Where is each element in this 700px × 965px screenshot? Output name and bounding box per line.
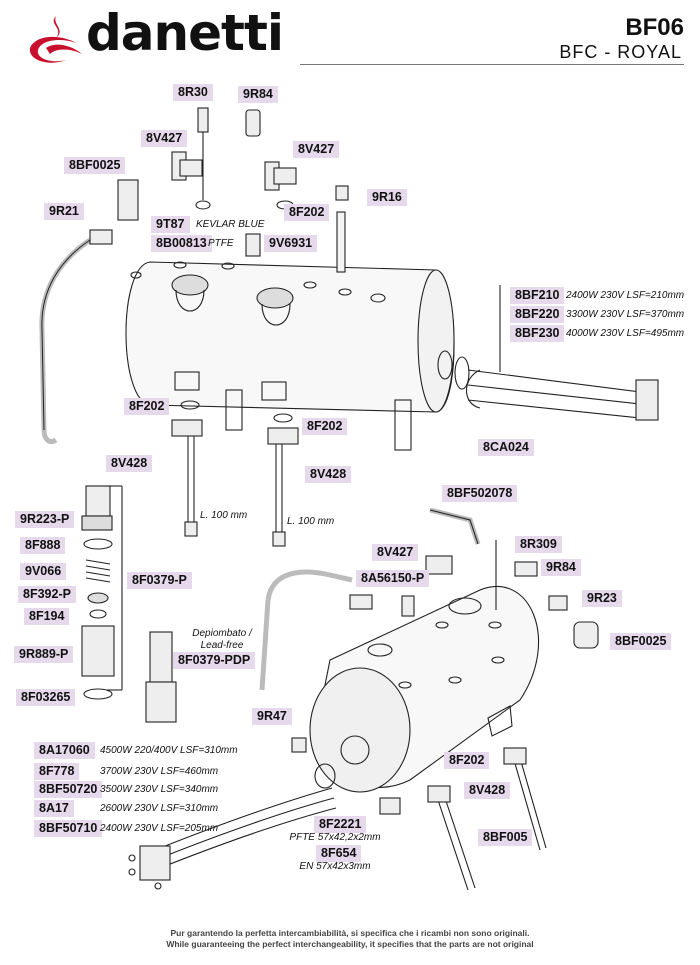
part-9r16: 9R16 [367,189,407,206]
part-8f0379-pdp: 8F0379-PDP [173,652,256,669]
part-8ca024: 8CA024 [478,439,534,456]
part-9r21: 9R21 [44,203,84,220]
model-code: BF06 [625,14,684,41]
note-depiombato: Depiombato / [192,628,252,639]
upper-heating-element-drawing [454,285,659,421]
part-8f0379-p: 8F0379-P [127,572,192,589]
part-8bf0025-lower: 8BF0025 [610,633,672,650]
part-8f2221: 8F2221 [314,816,367,833]
note-8bf210: 2400W 230V LSF=210mm [566,290,685,301]
part-8f03265: 8F03265 [16,689,76,706]
part-9r84-lower: 9R84 [541,559,581,576]
part-8f202-lower: 8F202 [444,752,490,769]
note-8f778: 3700W 230V LSF=460mm [100,766,219,777]
note-kevlar-blue: KEVLAR BLUE [196,219,265,230]
part-8f202-left: 8F202 [124,398,170,415]
part-8f392-p: 8F392-P [18,586,76,603]
part-8a17: 8A17 [34,800,74,817]
part-8bf210: 8BF210 [510,287,565,304]
part-9r47: 9R47 [252,708,292,725]
part-8b00813: 8B00813 [151,235,212,252]
danetti-logo-icon [29,16,82,63]
part-8bf230: 8BF230 [510,325,565,342]
part-9r223-p: 9R223-P [15,511,75,528]
lower-boiler-drawing [309,586,540,793]
part-9r84-top: 9R84 [238,86,278,103]
part-8f194: 8F194 [24,608,70,625]
part-8a17060: 8A17060 [34,742,95,759]
part-8v428-left: 8V428 [106,455,153,472]
part-9v066: 9V066 [20,563,67,580]
part-8f202-mid: 8F202 [302,418,348,435]
header-divider [300,64,684,65]
note-8bf220: 3300W 230V LSF=370mm [566,309,685,320]
part-8v428-lower: 8V428 [464,782,511,799]
part-8v427-left: 8V427 [141,130,188,147]
lower-boiler-fittings-drawing [259,507,599,891]
note-8bf230: 4000W 230V LSF=495mm [566,328,685,339]
part-9t87: 9T87 [151,216,190,233]
disclaimer-footer: Pur garantendo la perfetta intercambiabi… [0,928,700,950]
note-length-left: L. 100 mm [200,510,248,521]
part-8f888: 8F888 [20,537,66,554]
part-8f654: 8F654 [316,845,362,862]
part-8v427-right: 8V427 [293,141,340,158]
part-8f202-top: 8F202 [284,204,330,221]
part-8bf502078: 8BF502078 [442,485,518,502]
part-9r23: 9R23 [582,590,622,607]
disclaimer-english: While guaranteeing the perfect interchan… [166,939,534,949]
pressure-switch-stack-drawing [81,485,177,723]
part-8a56150-p: 8A56150-P [356,570,430,587]
part-8r30: 8R30 [173,84,213,101]
upper-boiler-valves-drawing [171,400,299,547]
part-9v6931: 9V6931 [264,235,318,252]
part-8bf220: 8BF220 [510,306,565,323]
page-header: danetti BF06 BFC - ROYAL [0,0,700,70]
note-lead-free: Lead-free [200,640,244,651]
model-name: BFC - ROYAL [559,42,682,62]
note-8bf50710: 2400W 230V LSF=205mm [100,823,219,834]
part-8v427-lower: 8V427 [372,544,419,561]
note-length-mid: L. 100 mm [287,516,335,527]
part-8f778: 8F778 [34,763,80,780]
lower-heating-element-drawing [128,787,337,890]
left-pipe-drawing [39,237,92,445]
part-8bf50720: 8BF50720 [34,781,103,798]
note-8bf50720: 3500W 230V LSF=340mm [100,784,219,795]
note-8f654: EN 57x42x3mm [299,861,371,872]
upper-boiler-drawing [125,261,455,451]
part-8bf50710: 8BF50710 [34,820,103,837]
note-ptfe: PTFE [208,238,234,249]
note-8a17060: 4500W 220/400V LSF=310mm [100,745,238,756]
top-fittings-drawing [89,107,349,273]
part-8r309: 8R309 [515,536,562,553]
part-8bf005: 8BF005 [478,829,533,846]
part-8bf0025-top: 8BF0025 [64,157,126,174]
part-8v428-mid: 8V428 [305,466,352,483]
note-8a17: 2600W 230V LSF=310mm [100,803,219,814]
note-8f2221: PFTE 57x42,2x2mm [289,832,381,843]
part-9r889-p: 9R889-P [14,646,74,663]
brand-name: danetti [86,4,284,62]
disclaimer-italian: Pur garantendo la perfetta intercambiabi… [170,928,530,938]
